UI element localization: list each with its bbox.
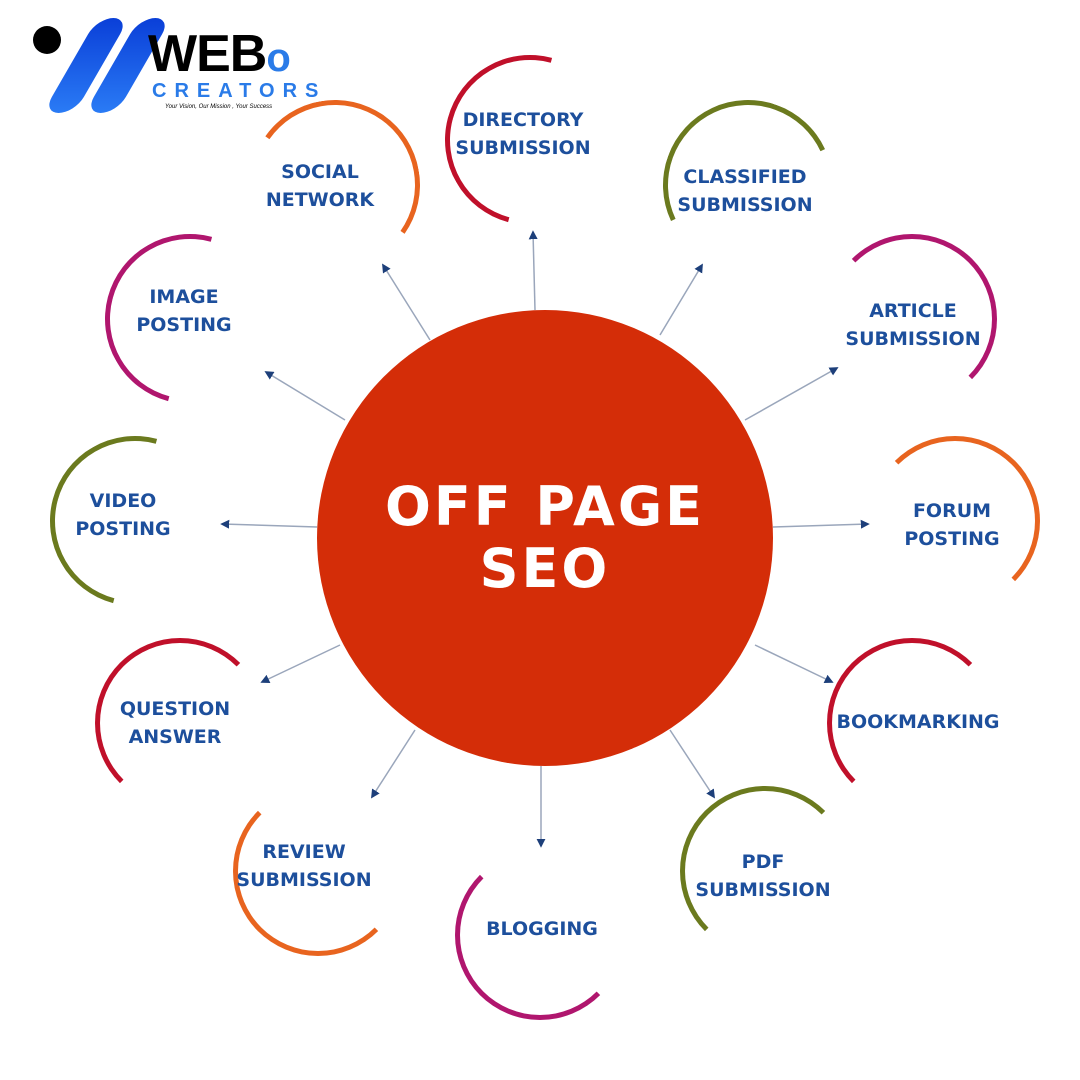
arrow-pdf <box>669 729 715 799</box>
node-circle-article <box>827 234 997 404</box>
webo-creators-logo: WEBo CREATORS Your Vision, Our Mission ,… <box>30 18 318 118</box>
node-circle-forum <box>870 436 1040 606</box>
arrow-directory <box>528 230 538 311</box>
logo-wordmark: WEBo <box>148 25 291 83</box>
arrow-classified <box>659 263 703 336</box>
node-label-blogging: BLOGGING <box>486 918 598 940</box>
node-circle-pdf <box>680 786 850 956</box>
node-label-bookmarking: BOOKMARKING <box>836 711 1000 733</box>
logo-tagline: Your Vision, Our Mission , Your Success <box>165 104 273 110</box>
arrow-video <box>220 519 318 529</box>
node-circle-blogging <box>455 850 625 1020</box>
arrow-bookmarking <box>754 644 834 683</box>
logo-dot <box>33 26 61 54</box>
node-circle-question <box>95 638 265 808</box>
hub-title-line1: OFF PAGE <box>384 475 706 538</box>
arrow-question <box>260 644 341 683</box>
arrow-article <box>744 367 839 421</box>
node-circle-bookmarking <box>827 638 997 808</box>
hub-title-line2: SEO <box>479 537 611 600</box>
arrow-social <box>382 263 431 341</box>
arrow-review <box>371 729 416 799</box>
logo-subtitle: CREATORS <box>152 80 327 102</box>
node-circle-review <box>233 786 403 956</box>
arrow-forum <box>772 519 870 529</box>
arrow-image <box>264 371 346 421</box>
